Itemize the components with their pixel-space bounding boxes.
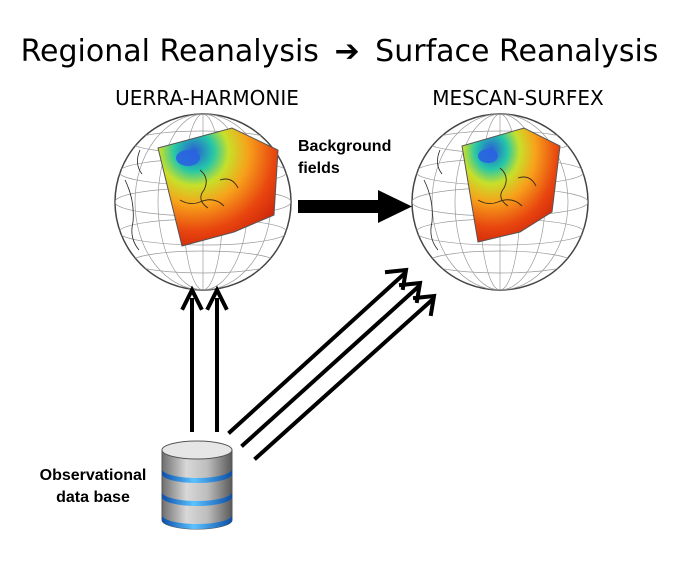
background-fields-arrow [298, 190, 412, 223]
title-left: Regional Reanalysis [20, 34, 319, 69]
title-arrow: ➔ [334, 34, 360, 69]
title-right: Surface Reanalysis [375, 34, 659, 69]
model-label-right: MESCAN-SURFEX [432, 86, 604, 110]
background-label-line1: Background [298, 138, 392, 155]
globe-right [411, 113, 589, 291]
obs-to-left-arrows [180, 285, 229, 432]
obs-label-line2: data base [56, 489, 130, 506]
background-label-line2: fields [298, 160, 340, 177]
globe-left [114, 113, 292, 291]
background-fields-label: Background fields [298, 136, 391, 180]
model-label-left: UERRA-HARMONIE [115, 86, 299, 110]
database-icon [161, 440, 233, 530]
obs-label-line1: Observational [39, 467, 147, 484]
observational-database-label: Observational data base [28, 465, 158, 509]
diagram-title: Regional Reanalysis ➔ Surface Reanalysis [0, 34, 679, 69]
obs-to-right-arrows [227, 267, 437, 461]
